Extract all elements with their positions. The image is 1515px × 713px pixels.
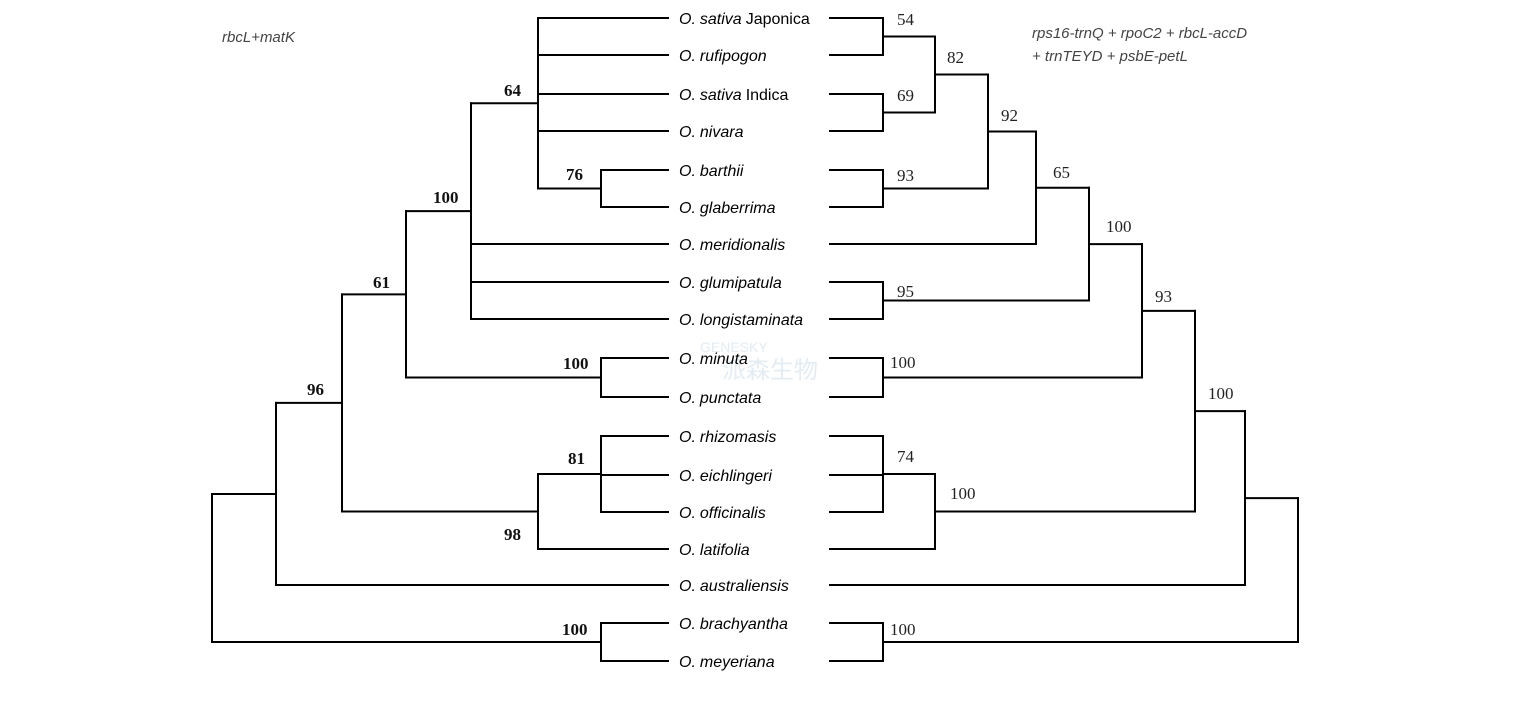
left-support-L96: 96: [307, 380, 324, 399]
taxon-label-latifolia: O.latifolia: [679, 542, 750, 559]
taxon-label-glaberrima: O.glaberrima: [679, 200, 776, 217]
taxon-species: nivara: [700, 124, 744, 141]
right-support-R74: 74: [897, 447, 915, 466]
right-support-R100d: 100: [1208, 384, 1234, 403]
taxon-genus: O.: [679, 468, 696, 485]
right-support-R95: 95: [897, 282, 914, 301]
right-tree-dataset-label-line1: rps16-trnQ + rpoC2 + rbcL-accD: [1032, 25, 1247, 42]
taxon-genus: O.: [679, 275, 696, 292]
taxon-label-minuta: O.minuta: [679, 351, 748, 368]
taxon-label-barthii: O.barthii: [679, 163, 744, 180]
taxon-label-meridionalis: O.meridionalis: [679, 237, 785, 254]
taxon-variety: Indica: [746, 87, 789, 104]
right-support-R93a: 93: [897, 166, 914, 185]
taxon-label-nivara: O.nivara: [679, 124, 744, 141]
taxon-label-eichlingeri: O.eichlingeri: [679, 468, 772, 485]
taxon-genus: O.: [679, 200, 696, 217]
taxon-variety: Japonica: [746, 11, 810, 28]
taxon-genus: O.: [679, 542, 696, 559]
right-support-R100b: 100: [890, 353, 916, 372]
taxon-species: minuta: [700, 351, 748, 368]
taxon-genus: O.: [679, 87, 696, 104]
left-tree-support-values: 64 76 100 100 61 81 98 96 100: [307, 81, 589, 639]
taxon-species: sativa: [700, 11, 742, 28]
right-support-R100c: 100: [950, 484, 976, 503]
right-support-R93b: 93: [1155, 287, 1172, 306]
taxon-species: barthii: [700, 163, 744, 180]
taxon-species: punctata: [699, 390, 761, 407]
taxon-label-punctata: O.punctata: [679, 390, 761, 407]
right-tree-dataset-label-line2: + trnTEYD + psbE-petL: [1032, 48, 1188, 65]
right-tree-support-values: 54 69 82 93 92 65 95 100 100 93 74 100 100 100: [890, 10, 1234, 639]
taxon-genus: O.: [679, 390, 696, 407]
right-support-R65: 65: [1053, 163, 1070, 182]
right-support-R100f: 100: [890, 620, 916, 639]
taxon-species: glumipatula: [700, 275, 782, 292]
right-tree-branches: [829, 17, 1299, 662]
taxon-label-meyeriana: O.meyeriana: [679, 654, 775, 671]
taxon-species: meridionalis: [700, 237, 785, 254]
taxon-label-glumipatula: O.glumipatula: [679, 275, 782, 292]
taxon-genus: O.: [679, 578, 696, 595]
taxon-genus: O.: [679, 616, 696, 633]
taxon-species: longistaminata: [700, 312, 803, 329]
left-support-L100c: 100: [562, 620, 588, 639]
left-support-L64: 64: [504, 81, 522, 100]
taxon-label-australiensis: O.australiensis: [679, 578, 789, 595]
taxon-genus: O.: [679, 11, 696, 28]
taxon-species: brachyantha: [700, 616, 788, 633]
taxon-genus: O.: [679, 312, 696, 329]
taxon-species: australiensis: [700, 578, 789, 595]
taxon-genus: O.: [679, 654, 696, 671]
watermark: GENESKY 派森生物: [700, 339, 818, 384]
watermark-brand-cn: 派森生物: [722, 357, 818, 384]
taxon-species: latifolia: [700, 542, 750, 559]
taxon-genus: O.: [679, 429, 696, 446]
right-support-R92: 92: [1001, 106, 1018, 125]
taxon-species: rhizomasis: [700, 429, 776, 446]
taxon-species: officinalis: [700, 505, 766, 522]
right-support-R69: 69: [897, 86, 914, 105]
left-support-L81: 81: [568, 449, 585, 468]
left-support-L76: 76: [566, 165, 583, 184]
taxon-genus: O.: [679, 351, 696, 368]
taxon-genus: O.: [679, 505, 696, 522]
taxon-label-rhizomasis: O.rhizomasis: [679, 429, 776, 446]
taxon-label-officinalis: O.officinalis: [679, 505, 766, 522]
taxon-genus: O.: [679, 124, 696, 141]
taxon-species: rufipogon: [700, 48, 767, 65]
taxon-species: eichlingeri: [700, 468, 772, 485]
left-support-L100a: 100: [433, 188, 459, 207]
taxon-genus: O.: [679, 163, 696, 180]
taxon-species: glaberrima: [700, 200, 776, 217]
taxon-species: meyeriana: [700, 654, 775, 671]
right-support-R100a: 100: [1106, 217, 1132, 236]
watermark-brand: GENESKY: [700, 339, 768, 355]
left-support-L100b: 100: [563, 354, 589, 373]
taxon-species: sativa: [700, 87, 742, 104]
taxon-label-longistaminata: O.longistaminata: [679, 312, 803, 329]
right-support-R82: 82: [947, 48, 964, 67]
left-tree-dataset-label: rbcL+matK: [222, 29, 296, 46]
taxon-label-brachyantha: O.brachyantha: [679, 616, 788, 633]
taxon-genus: O.: [679, 237, 696, 254]
taxon-label-rufipogon: O.rufipogon: [679, 48, 767, 65]
right-support-R54: 54: [897, 10, 915, 29]
left-tree-branches: [211, 17, 669, 662]
left-support-L98: 98: [504, 525, 521, 544]
taxon-genus: O.: [679, 48, 696, 65]
left-support-L61: 61: [373, 273, 390, 292]
